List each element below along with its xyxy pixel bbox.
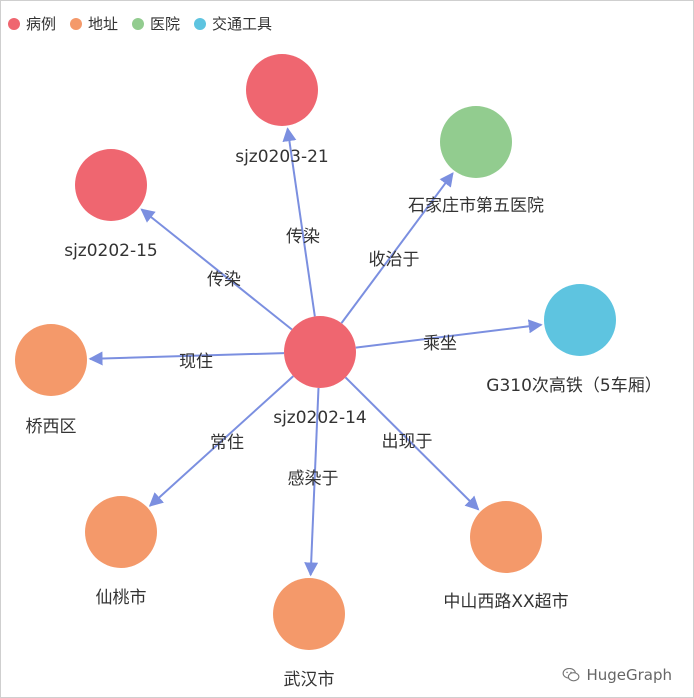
legend-item-transport[interactable]: 交通工具 bbox=[194, 13, 272, 34]
legend-item-address[interactable]: 地址 bbox=[70, 13, 118, 34]
legend: 病例 地址 医院 交通工具 bbox=[8, 13, 272, 34]
node-label-n3: 石家庄市第五医院 bbox=[408, 196, 544, 216]
edge-label-n7: 感染于 bbox=[288, 469, 339, 489]
node-n3[interactable] bbox=[440, 106, 512, 178]
node-label-center: sjz0202-14 bbox=[273, 408, 367, 428]
edge-label-n2: 传染 bbox=[207, 270, 241, 290]
node-n6[interactable] bbox=[85, 496, 157, 568]
edge-n5[interactable] bbox=[88, 351, 285, 366]
node-label-n1: sjz0203-21 bbox=[235, 147, 329, 167]
legend-label-case: 病例 bbox=[26, 15, 57, 33]
node-label-n4: G310次高铁（5车厢） bbox=[486, 376, 661, 396]
node-n4[interactable] bbox=[544, 284, 616, 356]
edge-label-n4: 乘坐 bbox=[423, 334, 457, 354]
edge-label-n8: 出现于 bbox=[382, 432, 433, 452]
edge-label-n6: 常住 bbox=[210, 433, 244, 453]
edge-label-n5: 现住 bbox=[179, 352, 213, 372]
edge-n4[interactable] bbox=[355, 319, 543, 349]
node-n5[interactable] bbox=[15, 324, 87, 396]
legend-dot-transport bbox=[194, 17, 207, 30]
legend-label-transport: 交通工具 bbox=[212, 15, 273, 33]
edge-n2[interactable] bbox=[140, 208, 293, 331]
node-label-n2: sjz0202-15 bbox=[64, 241, 158, 261]
edge-n7[interactable] bbox=[304, 387, 320, 577]
legend-dot-address bbox=[70, 17, 83, 30]
node-n1[interactable] bbox=[246, 54, 318, 126]
legend-label-hospital: 医院 bbox=[150, 15, 181, 33]
node-n7[interactable] bbox=[273, 578, 345, 650]
legend-dot-hospital bbox=[132, 17, 145, 30]
node-label-n8: 中山西路XX超市 bbox=[443, 592, 568, 612]
legend-dot-case bbox=[8, 17, 20, 30]
legend-item-case[interactable]: 病例 bbox=[8, 13, 56, 34]
node-label-n7: 武汉市 bbox=[284, 670, 335, 690]
edge-label-n1: 传染 bbox=[286, 227, 320, 247]
node-n8[interactable] bbox=[470, 501, 542, 573]
nodes-layer: sjz0202-14 sjz0203-21 sjz0202-15 石家庄市第五医院 G3… bbox=[15, 54, 662, 690]
edge-n8[interactable] bbox=[344, 376, 480, 511]
edge-n3[interactable] bbox=[340, 172, 454, 324]
edge-n1[interactable] bbox=[282, 127, 316, 317]
wechat-icon bbox=[563, 668, 580, 682]
edge-n6[interactable] bbox=[148, 375, 294, 507]
edge-label-n3: 收治于 bbox=[369, 250, 420, 270]
watermark: HugeGraph bbox=[562, 666, 672, 684]
node-label-n5: 桥西区 bbox=[26, 417, 77, 437]
watermark-text: HugeGraph bbox=[586, 666, 672, 684]
node-label-n6: 仙桃市 bbox=[96, 588, 147, 608]
node-center[interactable] bbox=[284, 316, 356, 388]
node-n2[interactable] bbox=[75, 149, 147, 221]
legend-label-address: 地址 bbox=[88, 15, 119, 33]
legend-item-hospital[interactable]: 医院 bbox=[132, 13, 180, 34]
